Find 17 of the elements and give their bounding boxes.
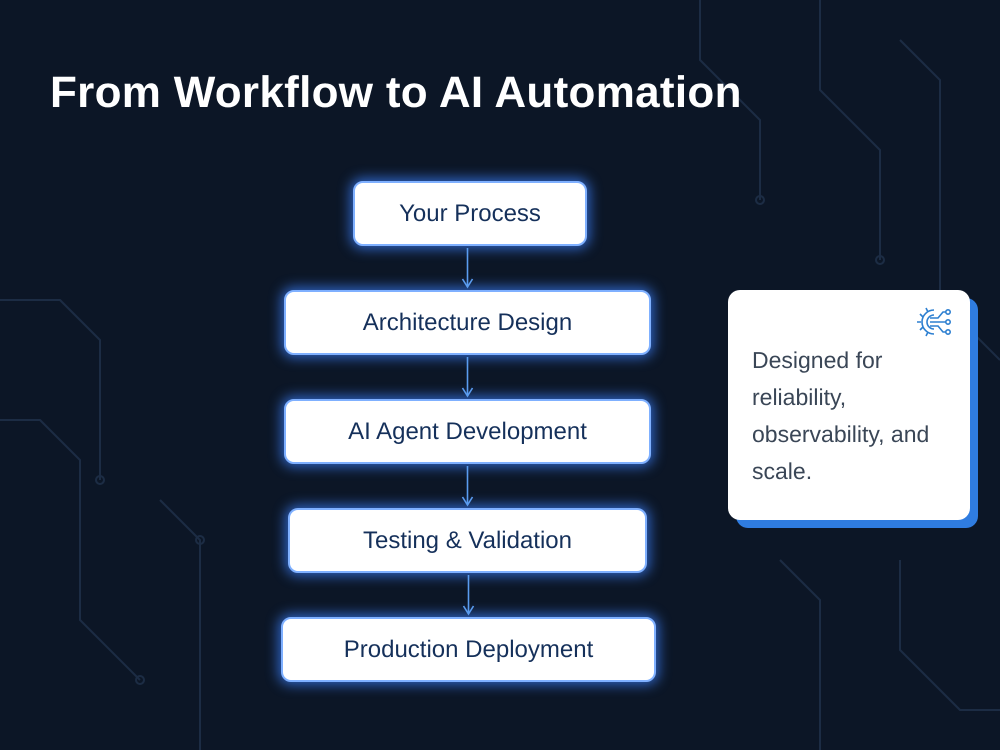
info-card	[728, 290, 970, 520]
node-text: Architecture Design	[362, 308, 572, 336]
node-text: Production Deployment	[344, 636, 594, 664]
node-text: Testing & Validation	[362, 526, 572, 554]
node-text: AI Agent Development	[348, 418, 587, 446]
node-text: Designed for reliability, observability, and scale.	[752, 346, 930, 486]
arrow	[462, 248, 474, 288]
arrow	[462, 357, 474, 397]
process-box	[281, 617, 656, 682]
arrow	[462, 466, 474, 506]
process-box	[284, 399, 651, 464]
title: From Workflow to AI Automation	[50, 68, 742, 118]
process-box	[353, 181, 587, 246]
process-box	[288, 508, 647, 573]
process-box	[284, 290, 651, 355]
node-text: Your Process	[399, 200, 541, 228]
arrow	[462, 575, 474, 615]
